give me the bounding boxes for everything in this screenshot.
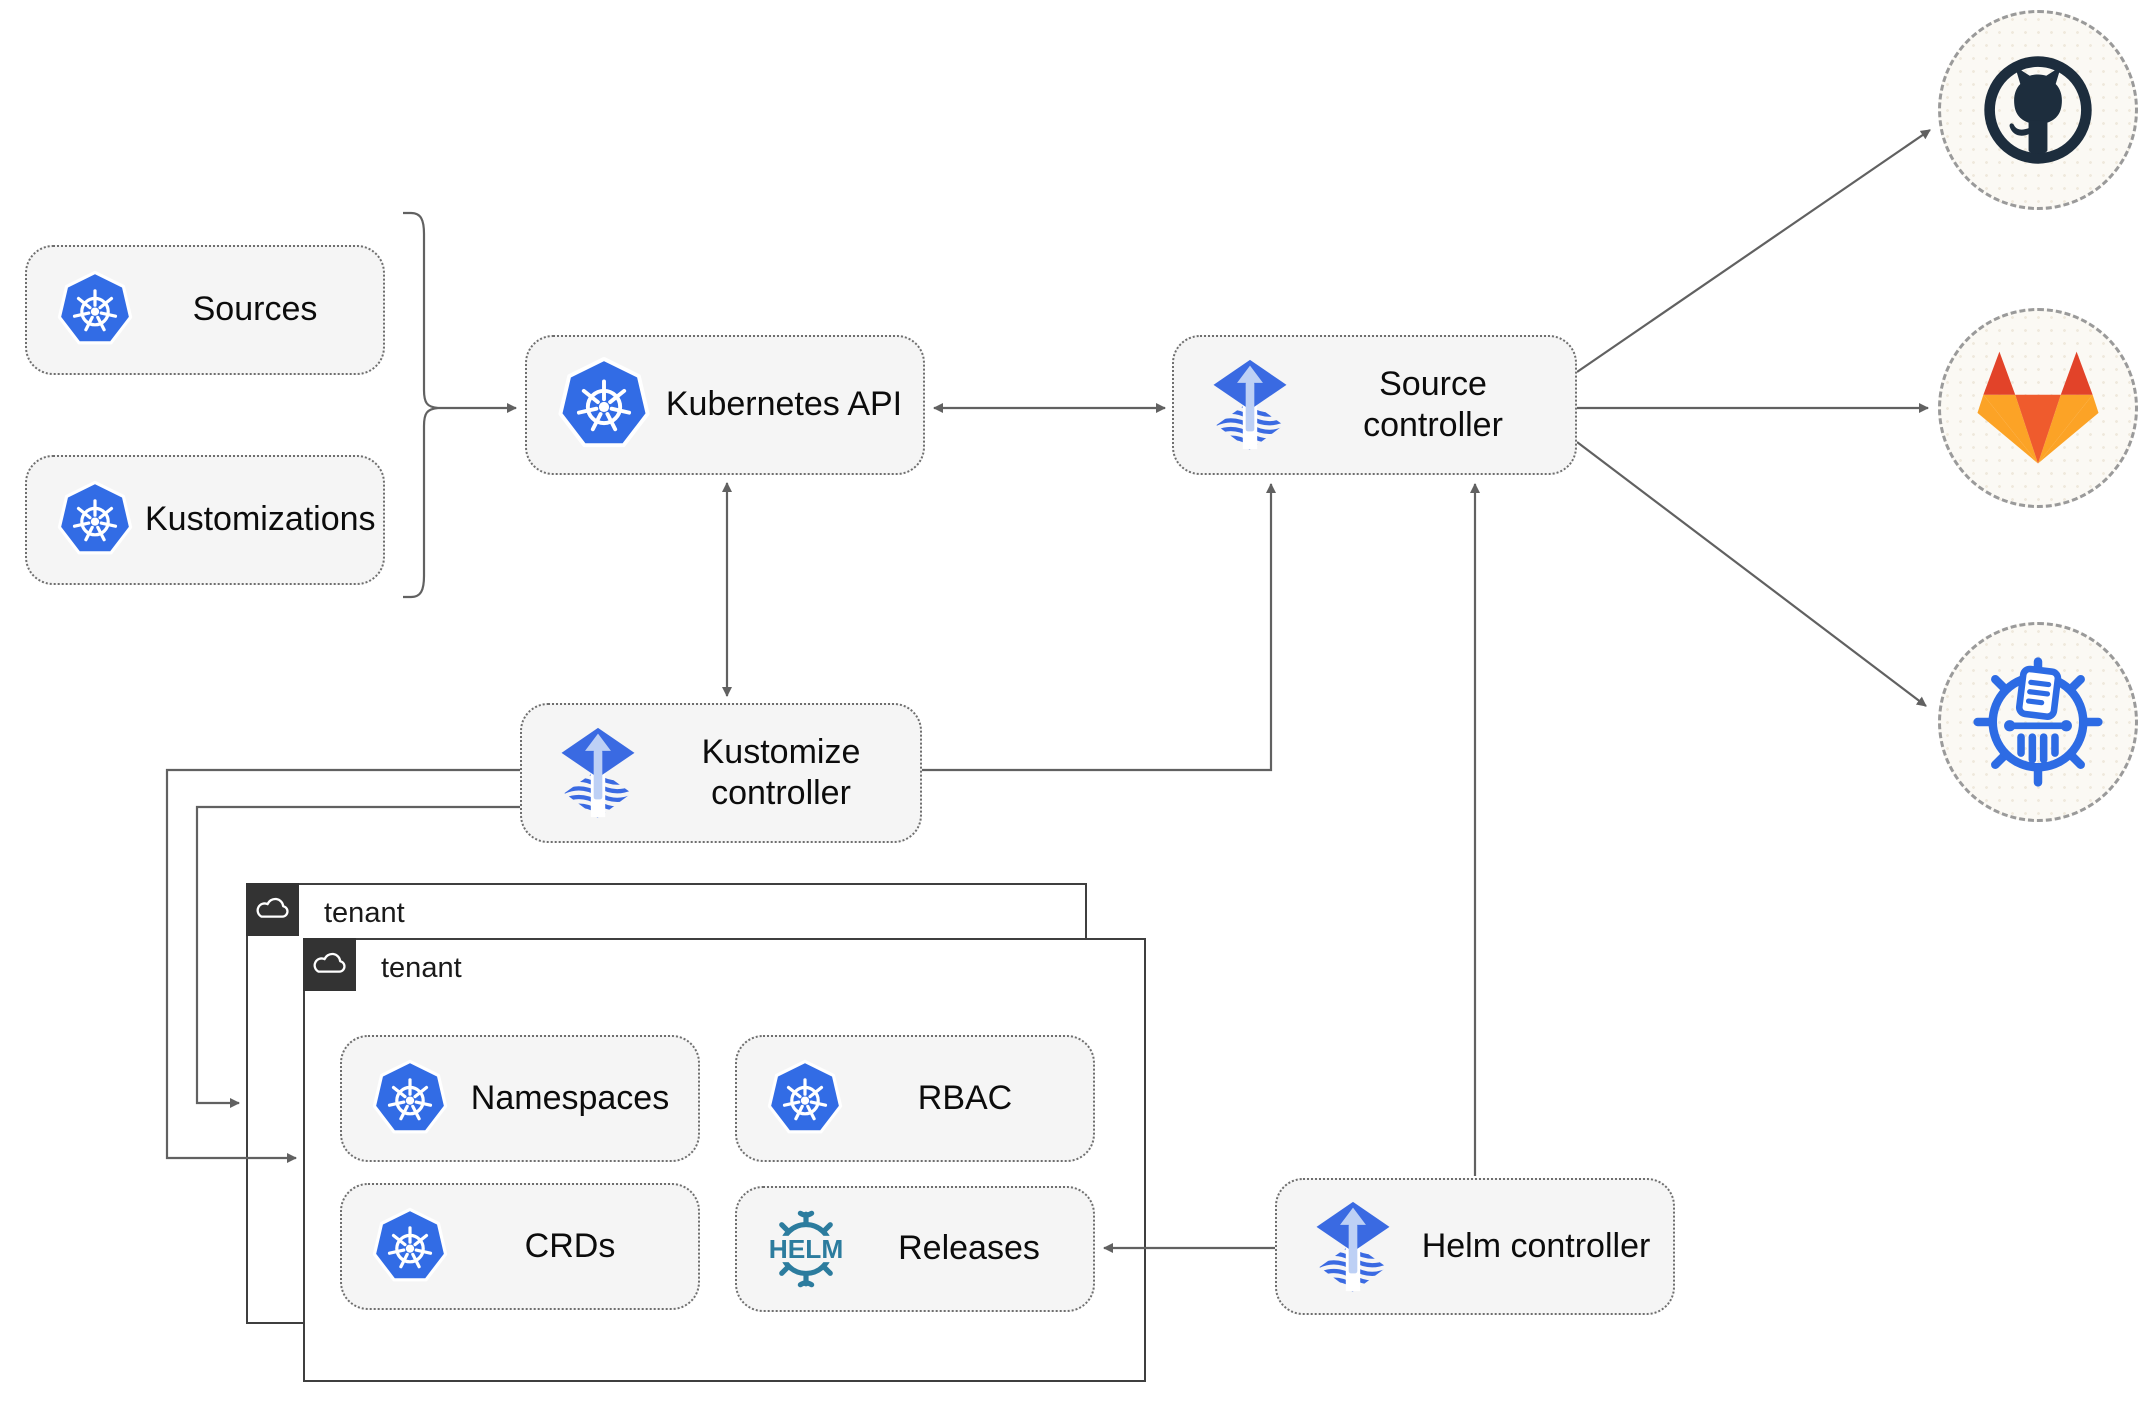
tenant-inner-label: tenant [381,952,462,984]
kubernetes-icon [370,1207,450,1287]
brace-crds [403,211,439,599]
node-kustomize-controller: Kustomize controller [520,703,922,843]
tenant-outer-label: tenant [324,897,405,929]
flux-icon [550,725,646,821]
node-rbac: RBAC [735,1035,1095,1162]
node-rbac-label: RBAC [917,1078,1013,1117]
external-gitlab [1938,308,2138,508]
kubernetes-icon [370,1059,450,1139]
tenant-inner-badge [302,937,356,991]
external-kustomize [1938,622,2138,822]
kubernetes-icon [55,480,135,560]
flux-icon [1305,1199,1401,1295]
node-namespaces-label: Namespaces [470,1078,670,1117]
node-namespaces: Namespaces [340,1035,700,1162]
node-crds-label: CRDs [524,1226,616,1265]
node-releases-label: Releases [898,1229,1040,1268]
node-crds: CRDs [340,1183,700,1310]
node-source-controller-label: Source controller [1363,364,1503,444]
helm-icon [759,1202,853,1296]
node-helm-controller-label: Helm controller [1421,1226,1651,1265]
kubernetes-icon [765,1059,845,1139]
tenant-outer-badge [245,882,299,936]
node-source-controller: Source controller [1172,335,1577,475]
kubernetes-icon [55,270,135,350]
node-sources-label: Sources [192,290,318,329]
github-icon [1984,56,2092,164]
kubernetes-icon [555,356,653,454]
edge-source-github [1576,129,1931,373]
node-releases: Releases [735,1186,1095,1312]
edge-kustomizectl-source [922,483,1276,772]
node-helm-controller: Helm controller [1275,1178,1675,1315]
flux-icon [1202,357,1298,453]
cloud-icon [313,952,346,973]
node-kustomize-controller-label: Kustomize controller [701,732,861,812]
external-github [1938,10,2138,210]
node-kustomizations: Kustomizations [25,455,385,585]
node-sources: Sources [25,245,385,375]
node-kubernetes-api-label: Kubernetes API [665,385,903,424]
gitlab-icon [1977,351,2099,464]
kustomize-icon [1973,657,2103,787]
node-kubernetes-api: Kubernetes API [525,335,925,475]
node-kustomizations-label: Kustomizations [145,500,376,539]
edge-source-kustomize [1576,441,1927,707]
cloud-icon [256,897,289,918]
